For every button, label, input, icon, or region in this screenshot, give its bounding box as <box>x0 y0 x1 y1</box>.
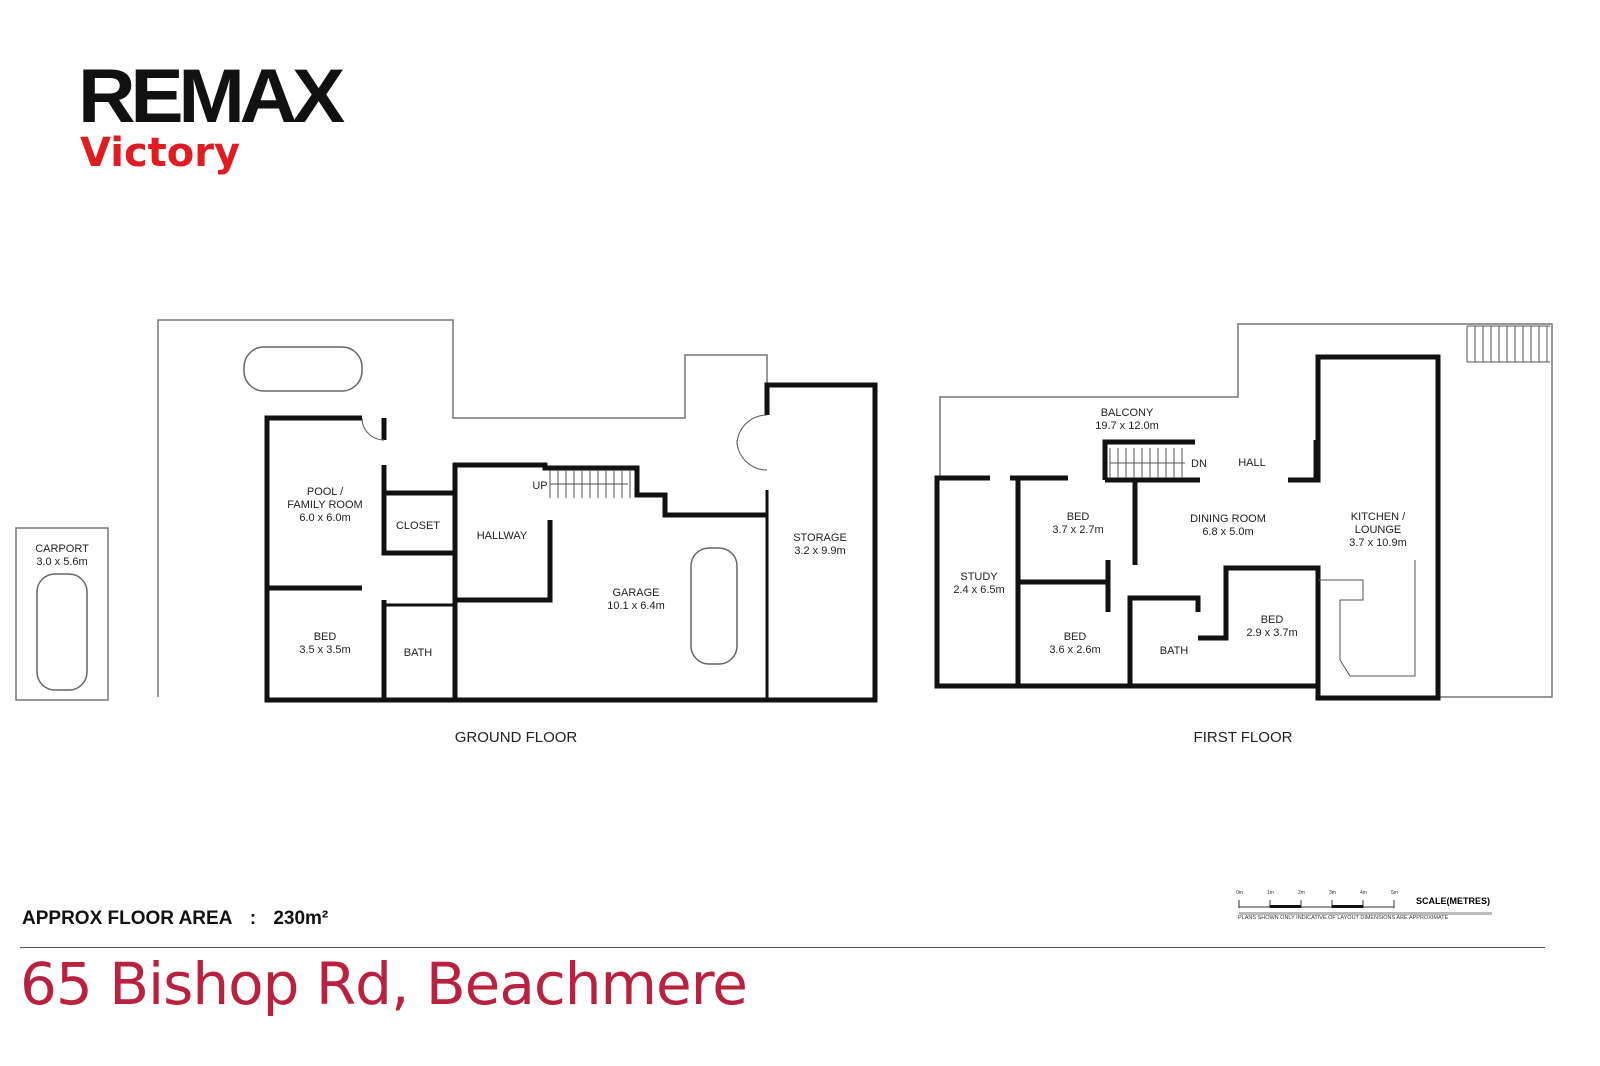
room-size: 3.5 x 3.5m <box>299 644 350 656</box>
stairs-label: DN <box>1191 458 1207 470</box>
scale-tick: 3m <box>1329 890 1336 896</box>
floor-area: APPROX FLOOR AREA : 230m² <box>22 908 328 930</box>
room-name: BALCONY <box>1101 407 1154 419</box>
room-name: HALLWAY <box>477 530 528 542</box>
room-name: GARAGE <box>612 587 659 599</box>
stairs-label: UP <box>532 480 547 492</box>
room-name: BATH <box>404 647 433 659</box>
room-size: 3.0 x 5.6m <box>36 556 87 568</box>
car-icon <box>243 346 363 392</box>
room-size: 19.7 x 12.0m <box>1095 420 1159 432</box>
scale-tick: 1m <box>1267 890 1274 896</box>
ground-floor-walls <box>264 382 878 703</box>
car-icons <box>36 346 738 691</box>
divider <box>20 947 1545 948</box>
scale-tick: 4m <box>1360 890 1367 896</box>
first-floor-stairs <box>1109 325 1550 677</box>
room-size: 3.7 x 10.9m <box>1349 537 1406 549</box>
room-size: 3.7 x 2.7m <box>1052 524 1103 536</box>
ground-floor-labels: POOL / FAMILY ROOM 6.0 x 6.0m CLOSET HAL… <box>35 480 847 746</box>
room-size: 3.6 x 2.6m <box>1049 644 1100 656</box>
car-icon <box>690 547 738 665</box>
room-name: BED <box>314 631 337 643</box>
first-floor-labels: BALCONY 19.7 x 12.0m HALL BED 3.7 x 2.7m… <box>953 407 1406 746</box>
floor-title: GROUND FLOOR <box>455 729 578 746</box>
room-size: 2.9 x 3.7m <box>1246 627 1297 639</box>
floor-title: FIRST FLOOR <box>1194 729 1293 746</box>
floor-area-label: APPROX FLOOR AREA <box>22 908 233 929</box>
ground-floor-stairs <box>361 414 768 498</box>
car-icon <box>36 573 88 691</box>
room-name: BATH <box>1160 645 1189 657</box>
floor-area-value: 230m² <box>273 908 329 929</box>
room-size: 6.0 x 6.0m <box>299 512 350 524</box>
room-name: FAMILY ROOM <box>287 499 362 511</box>
room-name: CLOSET <box>396 520 440 532</box>
scale-tick: 5m <box>1391 890 1398 896</box>
scale-note: PLANS SHOWN ONLY INDICATIVE OF LAYOUT DI… <box>1238 915 1449 921</box>
scale-title: SCALE(METRES) <box>1416 896 1490 906</box>
room-name: KITCHEN / <box>1351 511 1406 523</box>
room-name: HALL <box>1238 457 1266 469</box>
room-name: LOUNGE <box>1355 524 1401 536</box>
room-size: 10.1 x 6.4m <box>607 600 664 612</box>
remax-logo: REMAX Victory <box>78 59 345 176</box>
room-name: CARPORT <box>35 543 89 555</box>
room-size: 2.4 x 6.5m <box>953 584 1004 596</box>
floor-area-separator: : <box>249 908 257 929</box>
room-name: STUDY <box>960 571 998 583</box>
room-name: POOL / <box>307 486 344 498</box>
room-size: 6.8 x 5.0m <box>1202 526 1253 538</box>
property-address: 65 Bishop Rd, Beachmere <box>20 950 748 1018</box>
room-name: DINING ROOM <box>1190 513 1266 525</box>
scale-tick: 0m <box>1236 890 1243 896</box>
room-size: 3.2 x 9.9m <box>794 545 845 557</box>
room-name: STORAGE <box>793 532 847 544</box>
logo-office: Victory <box>80 130 241 176</box>
logo-wordmark: REMAX <box>78 54 345 139</box>
room-name: BED <box>1067 511 1090 523</box>
room-name: BED <box>1261 614 1284 626</box>
room-name: BED <box>1064 631 1087 643</box>
site-boundaries <box>15 319 1553 701</box>
scale-graphic <box>1238 900 1492 915</box>
scale-tick: 2m <box>1298 890 1305 896</box>
first-floor-walls <box>934 354 1441 701</box>
